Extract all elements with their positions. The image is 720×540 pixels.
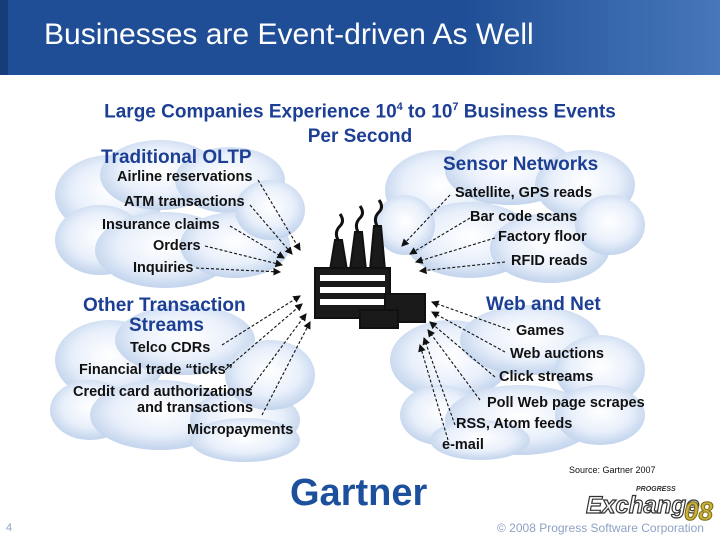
- oltp-item: ATM transactions: [124, 194, 245, 210]
- cloud-traditional-oltp: [55, 140, 305, 288]
- subtitle-exponent-2: 7: [452, 101, 459, 113]
- other-item: Financial trade “ticks”: [79, 362, 233, 378]
- other-item: and transactions: [137, 400, 254, 416]
- arrows-sensor: [401, 194, 506, 275]
- title-bar: Businesses are Event-driven As Well: [0, 0, 720, 75]
- cloud-web-and-net: [390, 305, 645, 460]
- subtitle-line-2: Per Second: [307, 126, 413, 148]
- web-item: Games: [516, 323, 565, 339]
- subtitle-text-c: Business Events: [458, 101, 616, 123]
- oltp-item: Airline reservations: [117, 169, 253, 185]
- subtitle-exponent-1: 4: [396, 101, 403, 113]
- category-other-transaction-l2: Streams: [129, 315, 204, 336]
- header-stripe: [0, 0, 8, 75]
- sensor-item: Factory floor: [498, 229, 587, 245]
- other-item: Telco CDRs: [130, 340, 211, 356]
- exchange-logo-main: Exchange: [585, 491, 700, 519]
- subtitle-text-a: Large Companies Experience 10: [104, 101, 397, 123]
- web-item: Click streams: [499, 369, 594, 385]
- oltp-item: Insurance claims: [102, 217, 220, 233]
- arrows-oltp: [195, 179, 301, 276]
- factory-icon: [314, 199, 426, 329]
- other-item: Micropayments: [187, 422, 294, 438]
- category-other-transaction-l1: Other Transaction: [83, 295, 246, 316]
- oltp-item: Inquiries: [133, 260, 194, 276]
- slide-title: Businesses are Event-driven As Well: [44, 18, 534, 51]
- exchange-logo-top: PROGRESS: [636, 486, 676, 493]
- sensor-item: Satellite, GPS reads: [455, 185, 593, 201]
- category-traditional-oltp: Traditional OLTP: [101, 147, 252, 168]
- web-item: Poll Web page scrapes: [487, 395, 645, 411]
- slide-subtitle: Large Companies Experience 104 to 107 Bu…: [70, 95, 650, 149]
- header-glow: [460, 0, 720, 75]
- category-web-and-net: Web and Net: [486, 294, 601, 315]
- subtitle-text-b: to 10: [402, 101, 453, 123]
- arrows-other: [221, 295, 311, 416]
- source-note: Source: Gartner 2007: [569, 465, 656, 475]
- gartner-logo: Gartner: [290, 472, 428, 514]
- exchange-logo-year: 08: [684, 496, 714, 527]
- cloud-other-transaction-streams: [50, 305, 315, 462]
- web-item: RSS, Atom feeds: [456, 416, 573, 432]
- sensor-item: RFID reads: [511, 253, 588, 269]
- exchange-08-logo: PROGRESS Exchange 08: [556, 486, 716, 527]
- arrows-web: [418, 300, 511, 441]
- sensor-item: Bar code scans: [470, 209, 578, 225]
- copyright-footer: © 2008 Progress Software Corporation: [497, 521, 704, 535]
- web-item: e-mail: [442, 437, 484, 453]
- other-item: Credit card authorizations: [73, 384, 253, 400]
- page-number: 4: [6, 522, 13, 534]
- web-item: Web auctions: [510, 346, 604, 362]
- oltp-item: Orders: [153, 238, 201, 254]
- category-sensor-networks: Sensor Networks: [443, 154, 599, 175]
- cloud-sensor-networks: [375, 135, 645, 283]
